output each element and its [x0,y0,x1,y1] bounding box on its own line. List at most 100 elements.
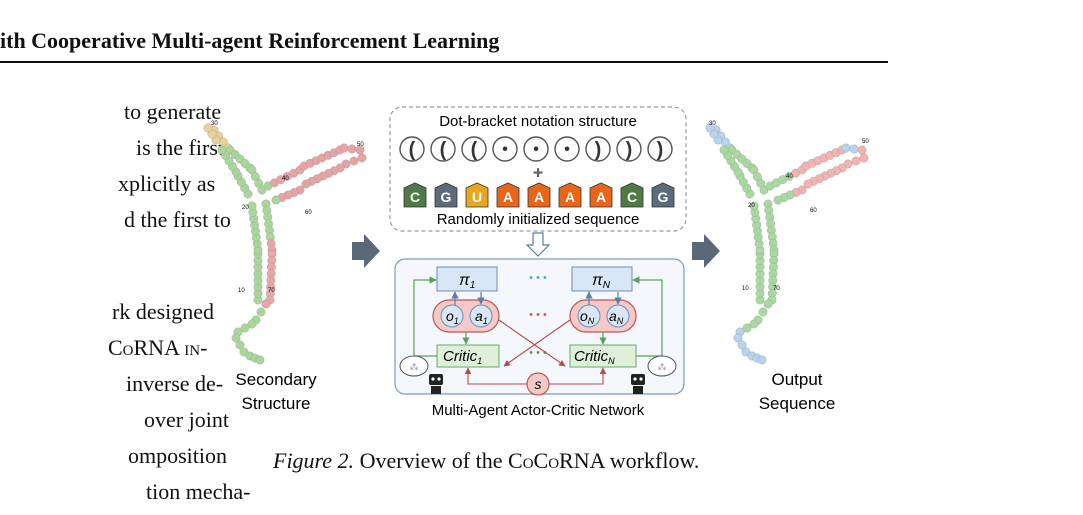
nucleotide-dot [757,355,767,365]
nucleotide-letter: A [565,189,575,205]
nucleotide-block [589,182,613,208]
structure-number: 40 [282,176,289,182]
nucleotide-dot [240,323,250,333]
body-line: xplicitly as [118,171,216,196]
caption-text-end: workflow. [604,448,700,473]
nucleotide-dot [749,201,759,211]
nucleotide-letter: U [472,189,482,205]
nucleotide-block [465,182,489,208]
dot-bracket-circle [461,136,487,162]
nucleotide-letter: A [503,189,513,205]
nucleotide-letter: A [596,189,606,205]
nucleotide-dot [231,333,241,343]
running-header: ith Cooperative Multi-agent Reinforcemen… [0,28,500,53]
svg-text:⁂: ⁂ [410,362,419,372]
nucleotide-dot [301,179,311,189]
nucleotide-dot [203,123,213,133]
nucleotide-dot [719,145,729,155]
nucleotide-dot [851,156,861,166]
structure-number: 60 [810,208,817,214]
structure-number: 50 [357,142,364,148]
body-line: CoRNA in- [108,335,208,360]
robot-icon: ⁂ [399,355,443,394]
nucleotide-dot [261,299,271,309]
structure-number: 70 [773,286,780,292]
nucleotide-dot [347,144,357,154]
nucleotide-dot [857,145,867,155]
structure-number: 30 [709,121,716,127]
nucleotide-dot [247,319,257,329]
dot-bracket-circle [616,136,642,162]
nucleotide-block [403,182,427,208]
caption-label: Figure 2. [273,448,355,473]
structure-number: 30 [211,121,218,127]
nucleotide-dot [705,123,715,133]
body-line: rk designed [112,299,215,324]
nucleotide-dot [742,323,752,333]
body-line: over joint [144,407,229,432]
dot-bracket-title: Dot-bracket notation structure [439,113,637,130]
input-dashed-box [389,106,687,232]
svg-text:⁂: ⁂ [658,362,667,372]
nucleotide-dot [349,156,359,166]
plus-icon: + [533,165,542,182]
nucleotide-dot [763,299,773,309]
nucleotide-dot [733,333,743,343]
nucleotide-dot [773,195,783,205]
header-rule [0,61,888,63]
structure-number: 40 [786,174,793,180]
action-label-1: a1 [475,308,488,326]
nucleotide-dot [235,340,245,350]
dot-bracket-circle [430,136,456,162]
dot-bracket-symbol: • [502,141,508,158]
structure-number: 10 [742,286,749,292]
structure-number: 20 [748,203,755,209]
flow-arrow-icon [352,234,380,268]
nucleotide-dot [271,195,281,205]
structure-number: 60 [305,210,312,216]
ellipsis-red: • • • [529,309,547,321]
nucleotide-block [496,182,520,208]
body-line: d the first to [124,207,231,232]
dot-bracket-symbol: ) [626,139,633,161]
secondary-structure-diagram [203,123,367,365]
dot-bracket-circle [554,136,580,162]
critic-label-1: Critic1 [443,348,482,366]
nucleotide-block [558,182,582,208]
nucleotide-block [527,182,551,208]
nucleotide-dot [849,144,859,154]
action-label-N: aN [609,308,624,326]
caption-text: Overview of the [354,448,509,473]
structure-number: 10 [238,288,245,294]
dot-bracket-circle [492,136,518,162]
action-node-1 [469,304,493,328]
caption-name-part: RNA [559,448,605,473]
dot-bracket-symbol: ) [595,139,602,161]
nucleotide-block [434,182,458,208]
dot-bracket-symbol: ( [440,139,447,161]
sequence-label: Sequence [759,394,836,413]
body-line: tion mecha- [146,479,251,504]
flow-arrow-icon [692,234,720,268]
policy-box-1 [436,266,498,292]
nucleotide-letter: C [627,189,637,205]
nucleotide-dot [841,143,851,153]
dot-bracket-circle [523,136,549,162]
policy-label-N: πN [592,272,611,291]
nucleotide-dot [339,143,349,153]
output-label: Output [771,370,822,389]
dot-bracket-symbol: • [564,141,570,158]
action-node-N [606,304,630,328]
nucleotide-dot [357,153,367,163]
critic-label-N: CriticN [574,348,615,366]
nucleotide-letter: G [658,189,669,205]
nucleotide-dot [256,307,266,317]
observation-node-1 [440,304,464,328]
dot-bracket-circle [585,136,611,162]
dot-bracket-symbol: ) [657,139,664,161]
nucleotide-block [620,182,644,208]
structure-label: Structure [242,394,311,413]
dot-bracket-circle [647,136,673,162]
structure-number: 50 [862,139,869,145]
robot-icon: ⁂ [631,355,677,394]
